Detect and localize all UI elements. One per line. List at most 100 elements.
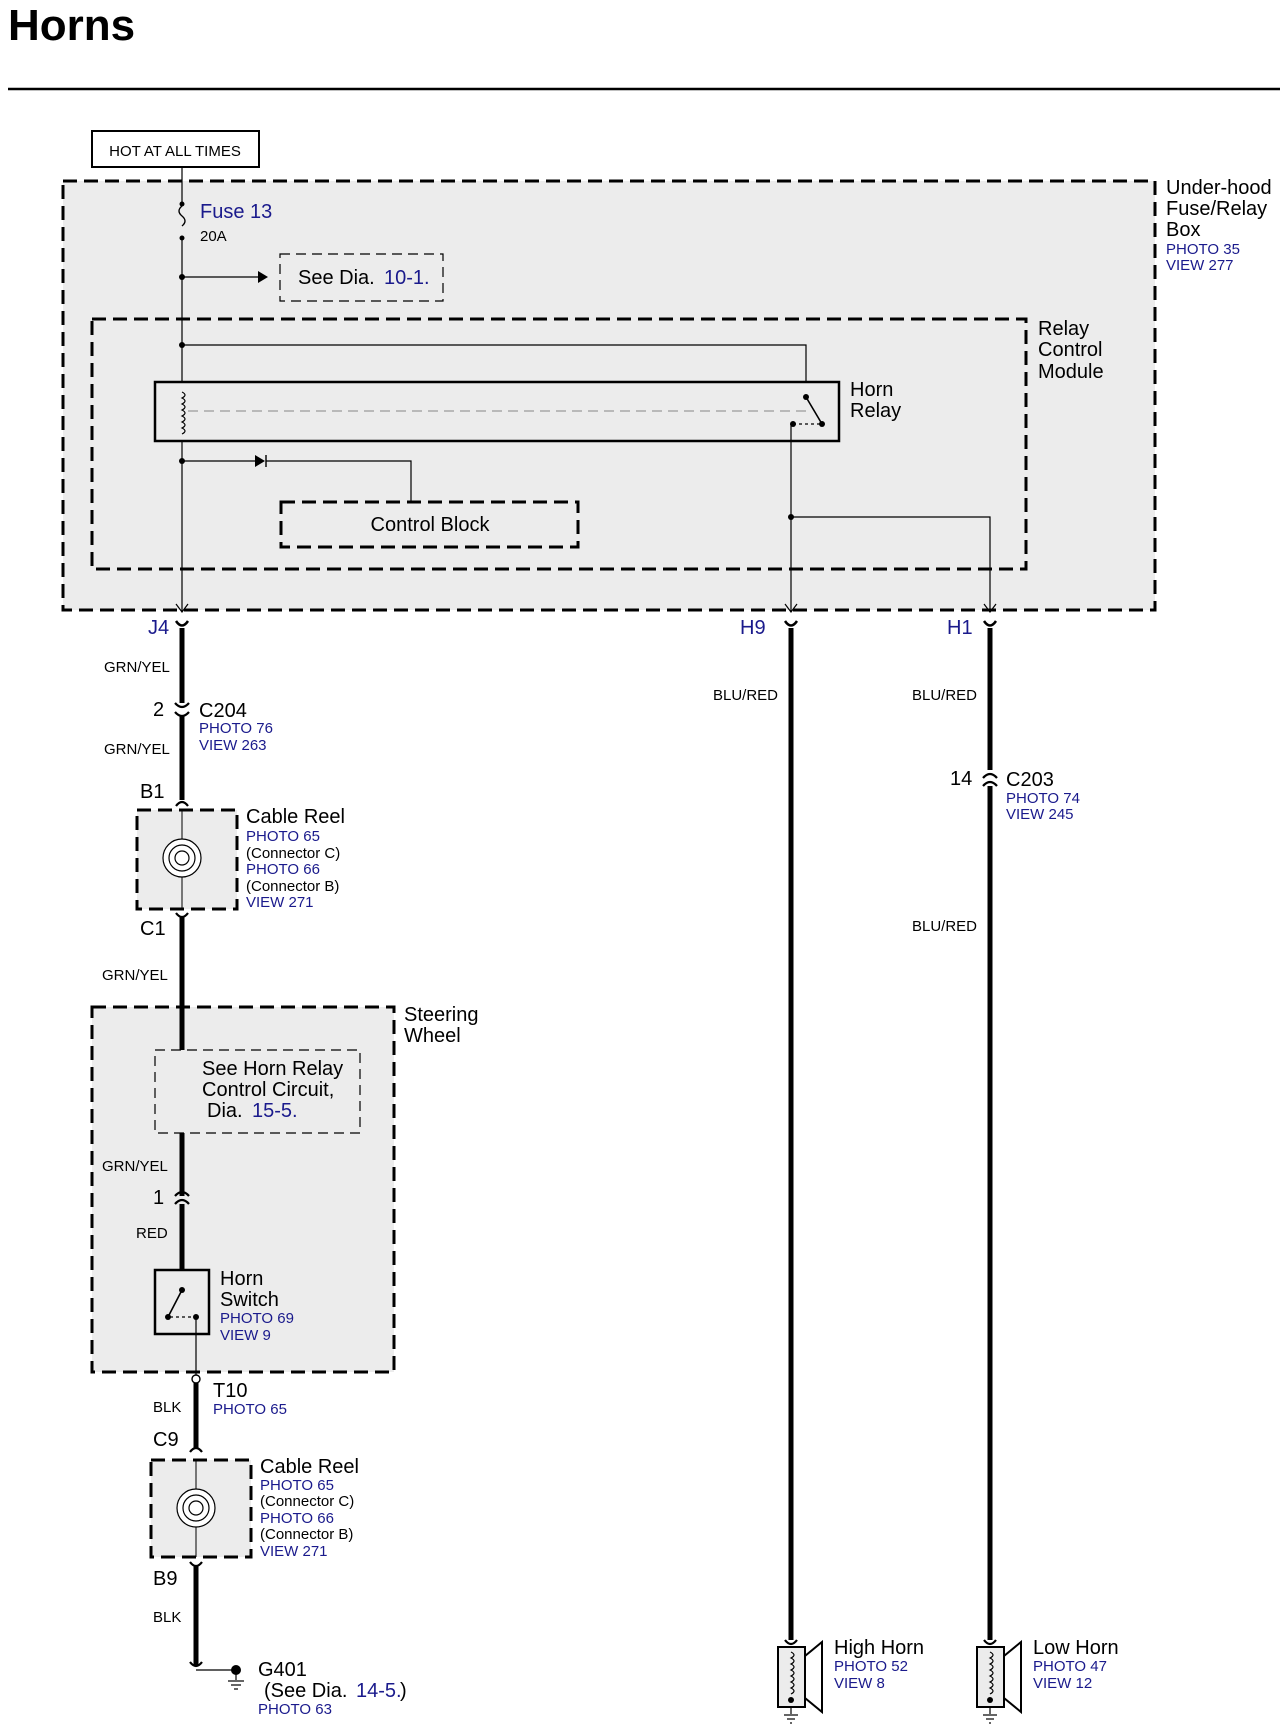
cable-reel-top-photo2: PHOTO 66 (246, 861, 320, 878)
low-horn-name: Low Horn (1033, 1637, 1119, 1659)
ground-see-prefix: (See Dia. (264, 1680, 347, 1702)
cable-reel-bottom-core (188, 1500, 204, 1516)
underhood-label-3: Box (1166, 219, 1200, 241)
h9-connector-icon (783, 620, 799, 627)
high-horn-icon (777, 1639, 823, 1724)
c203-photo: PHOTO 74 (1006, 790, 1080, 807)
relay-module-label-2: Control (1038, 339, 1102, 361)
c203-pin: 14 (950, 768, 972, 790)
c204-connector-icon (174, 702, 190, 718)
c203-view: VIEW 245 (1006, 806, 1074, 823)
wire-color-red: RED (136, 1225, 168, 1242)
underhood-photo: PHOTO 35 (1166, 241, 1240, 258)
horn-switch-contact-2 (165, 1314, 171, 1320)
high-horn-photo: PHOTO 52 (834, 1658, 908, 1675)
cable-reel-top-view: VIEW 271 (246, 894, 314, 911)
fuse-icon (178, 205, 186, 227)
low-horn-photo: PHOTO 47 (1033, 1658, 1107, 1675)
see-horn-relay-line-1: See Horn Relay (202, 1058, 343, 1080)
h1-connector-icon (982, 620, 998, 627)
wire-color-blu-red-h1-1: BLU/RED (912, 687, 977, 704)
cable-reel-bottom-out-marker (189, 1561, 203, 1568)
steering-connector-icon (174, 1190, 190, 1205)
fuse-rating: 20A (200, 228, 227, 245)
control-block-box (279, 500, 580, 549)
control-block-label: Control Block (371, 514, 491, 536)
horn-relay-label-1: Horn (850, 379, 893, 401)
diode-wire-right (266, 460, 412, 502)
underhood-label-2: Fuse/Relay (1166, 198, 1267, 220)
pin-h1: H1 (947, 617, 973, 639)
high-horn-view: VIEW 8 (834, 1675, 885, 1692)
steering-wheel-label-2: Wheel (404, 1025, 461, 1047)
cable-reel-bottom-conn1: (Connector C) (260, 1493, 354, 1510)
ground-see-suffix: ) (400, 1680, 407, 1702)
underhood-view: VIEW 277 (1166, 257, 1234, 274)
c204-pin: 2 (153, 699, 164, 721)
ground-see-ref[interactable]: 14-5. (356, 1680, 402, 1702)
cable-reel-bottom-photo2: PHOTO 66 (260, 1510, 334, 1527)
diode-icon (255, 455, 265, 467)
j4-connector-icon (174, 620, 190, 627)
wire-color-blu-red-h9: BLU/RED (713, 687, 778, 704)
see-dia-ref[interactable]: 10-1. (384, 267, 430, 289)
cable-reel-bottom-pin-in: C9 (153, 1429, 179, 1451)
wire-color-grn-yel-3: GRN/YEL (102, 967, 168, 984)
see-horn-relay-dia-ref[interactable]: 15-5. (252, 1100, 298, 1122)
cable-reel-top-pin-in: B1 (140, 781, 164, 803)
fuse-name: Fuse 13 (200, 201, 272, 223)
see-horn-relay-box (154, 1049, 361, 1134)
ground-icon (228, 1680, 244, 1690)
cable-reel-top-conn1: (Connector C) (246, 845, 340, 862)
ground-photo: PHOTO 63 (258, 1701, 332, 1718)
wire-color-blk-1: BLK (153, 1399, 181, 1416)
t10-terminal (191, 1374, 201, 1384)
see-dia-box (279, 253, 444, 302)
cable-reel-bottom-conn2: (Connector B) (260, 1526, 353, 1543)
steering-wheel-label-1: Steering (404, 1004, 479, 1026)
relay-control-module (90, 317, 1028, 571)
ground-connector-marker (189, 1661, 203, 1668)
cable-reel-top-photo1: PHOTO 65 (246, 828, 320, 845)
cable-reel-bottom-pin-out: B9 (153, 1568, 177, 1590)
t10-photo: PHOTO 65 (213, 1401, 287, 1418)
wire-color-grn-yel-1: GRN/YEL (104, 659, 170, 676)
horn-switch-view: VIEW 9 (220, 1327, 271, 1344)
relay-contact-feed-wire (182, 344, 807, 396)
horn-switch-box (153, 1268, 211, 1336)
relay-coil-icon (180, 391, 186, 435)
j4-pin-marker (175, 603, 189, 613)
c204-view: VIEW 263 (199, 737, 267, 754)
relay-switch-arm (805, 396, 823, 425)
horn-switch-label-1: Horn (220, 1268, 263, 1290)
relay-module-label-3: Module (1038, 361, 1104, 383)
pin-h9: H9 (740, 617, 766, 639)
underhood-label-1: Under-hood (1166, 177, 1272, 199)
cable-reel-top-name: Cable Reel (246, 806, 345, 828)
page-title: Horns (8, 1, 135, 50)
c203-name: C203 (1006, 769, 1054, 791)
pin-j4: J4 (148, 617, 169, 639)
wire-color-grn-yel-4: GRN/YEL (102, 1158, 168, 1175)
wire-color-blk-2: BLK (153, 1609, 181, 1626)
cable-reel-top-out-marker (175, 912, 189, 919)
c204-photo: PHOTO 76 (199, 720, 273, 737)
cable-reel-top-pin-out: C1 (140, 918, 166, 940)
wire-color-grn-yel-2: GRN/YEL (104, 741, 170, 758)
ground-name: G401 (258, 1659, 307, 1681)
wire-color-blu-red-h1-2: BLU/RED (912, 918, 977, 935)
c203-connector-icon (982, 772, 998, 787)
cable-reel-bottom-view: VIEW 271 (260, 1543, 328, 1560)
h9-pin-marker (784, 603, 798, 613)
low-horn-view: VIEW 12 (1033, 1675, 1092, 1692)
cable-reel-bottom-name: Cable Reel (260, 1456, 359, 1478)
t10-name: T10 (213, 1380, 247, 1402)
horn-relay-label-2: Relay (850, 400, 901, 422)
horn-switch-photo: PHOTO 69 (220, 1310, 294, 1327)
cable-reel-top-core (174, 850, 190, 866)
cable-reel-bottom-in-marker (189, 1446, 203, 1453)
low-horn-icon (976, 1639, 1022, 1724)
c204-name: C204 (199, 700, 247, 722)
h1-pin-marker (983, 603, 997, 613)
